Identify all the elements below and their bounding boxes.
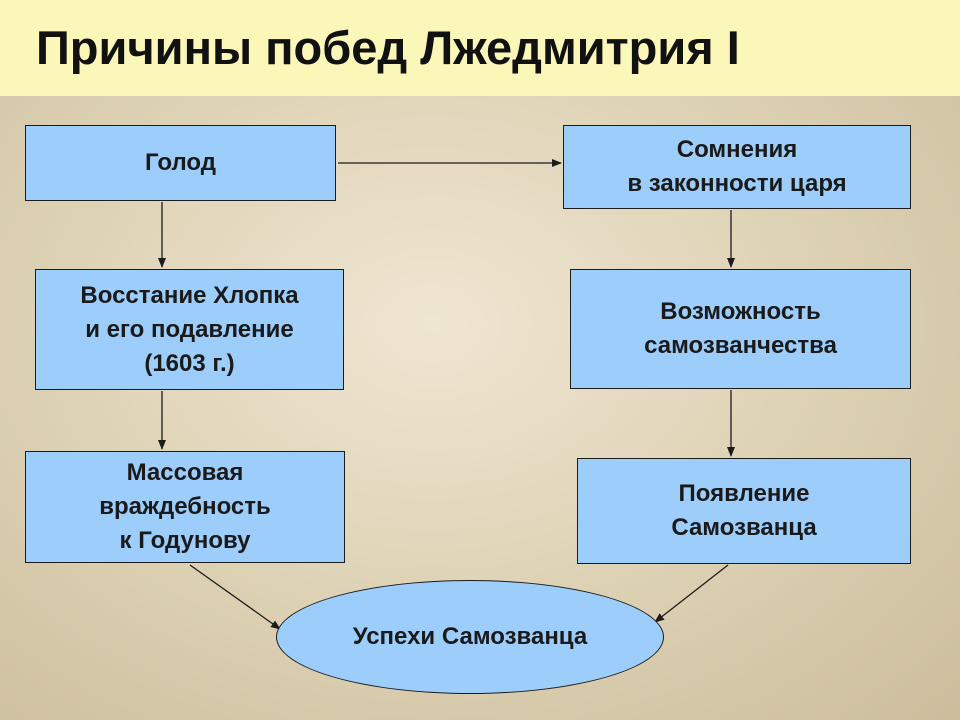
node-doubts: Сомнения в законности царя	[563, 125, 911, 209]
node-uprising: Восстание Хлопка и его подавление (1603 …	[35, 269, 344, 390]
arrow-appearance-to-success	[654, 564, 729, 623]
page-title: Причины побед Лжедмитрия I	[36, 21, 740, 74]
node-possibility: Возможность самозванчества	[570, 269, 911, 389]
title-band	[0, 0, 960, 96]
node-famine: Голод	[25, 125, 336, 201]
node-appearance: Появление Самозванца	[577, 458, 911, 564]
node-hostility: Массовая враждебность к Годунову	[25, 451, 345, 563]
arrow-hostility-to-success	[189, 564, 281, 630]
node-success: Успехи Самозванца	[276, 580, 664, 694]
